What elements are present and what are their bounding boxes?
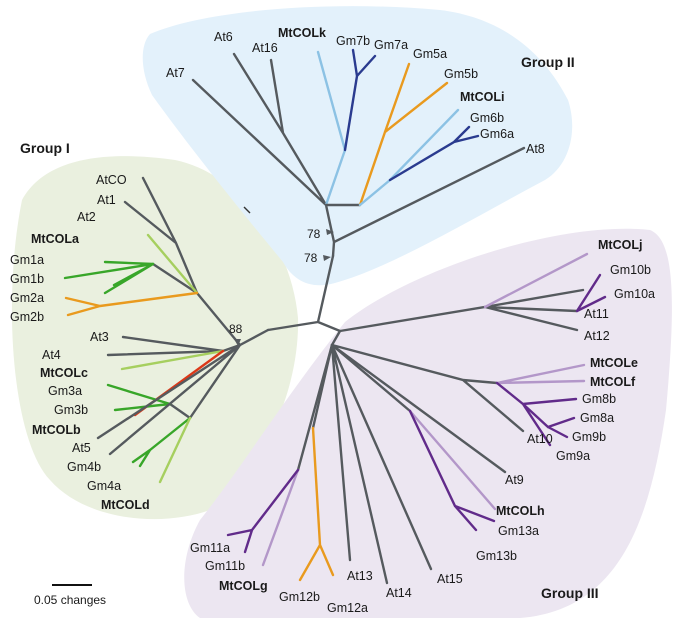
group-ii-title: Group II [521,54,575,70]
taxon-label: At11 [584,307,609,321]
group-iii-region [184,228,672,618]
taxon-label: At3 [90,330,109,344]
taxon-label: Gm2a [10,291,44,305]
bootstrap-node-marker [234,339,241,346]
branch [330,343,525,474]
branch [64,291,199,317]
group-i-title: Group I [20,140,70,156]
taxon-label: At1 [97,193,116,207]
taxon-label: Gm10a [614,287,655,301]
taxon-label: At13 [347,569,373,583]
taxon-label: AtCO [96,173,127,187]
taxon-label: MtCOLi [460,90,504,104]
taxon-label: Gm6b [470,111,504,125]
branch [483,252,589,309]
bootstrap-value: 78 [307,227,321,241]
taxon-label: MtCOLd [101,498,150,512]
bootstrap-node-marker [326,229,334,235]
taxon-label: At5 [72,441,91,455]
branch [106,335,242,420]
taxon-label: Gm3a [48,384,82,398]
taxon-label: At8 [526,142,545,156]
branch [106,383,192,468]
branch [146,233,199,295]
branch [266,254,342,333]
branch [296,343,334,472]
taxon-label: Gm1a [10,253,44,267]
bootstrap-value: 88 [229,322,243,336]
taxon-label: Gm6a [480,127,514,141]
taxon-label: At2 [77,210,96,224]
taxon-label: MtCOLf [590,375,636,389]
taxon-label: Gm13b [476,549,517,563]
taxon-label: MtCOLa [31,232,80,246]
taxon-label: Gm7a [374,38,408,52]
taxon-label: Gm11a [190,541,230,555]
taxon-label: MtCOLj [598,238,642,252]
taxon-label: At15 [437,572,463,586]
taxon-label: Gm8a [580,411,614,425]
group-iii-title: Group III [541,585,599,601]
branch [96,343,242,456]
taxon-label: Gm8b [582,392,616,406]
taxon-label: Gm9b [572,430,606,444]
branch [158,416,192,484]
stray-tick-mark [243,206,251,214]
branch [63,260,155,295]
taxon-label: Gm1b [10,272,44,286]
taxon-label: Gm5a [413,47,447,61]
taxon-label: At7 [166,66,185,80]
taxon-label: MtCOLb [32,423,81,437]
branch [358,62,449,207]
group-i-region [11,156,299,520]
taxon-label: Gm12b [279,590,320,604]
bootstrap-node-marker [323,255,331,261]
taxon-label: At12 [584,329,610,343]
taxon-label: At6 [214,30,233,44]
branch [226,468,300,554]
branch [311,343,433,585]
branch [408,409,497,511]
branch [408,409,496,532]
bootstrap-value: 78 [304,251,318,265]
taxon-label: Gm10b [610,263,651,277]
taxon-label: At16 [252,41,278,55]
branch [388,125,480,182]
taxon-label: At14 [386,586,412,600]
branch [495,363,586,385]
taxon-label: Gm2b [10,310,44,324]
taxon-label: Gm5b [444,67,478,81]
taxon-label: Gm3b [54,403,88,417]
branch [575,273,607,313]
branch [120,349,225,371]
taxon-label: Gm4a [87,479,121,493]
taxon-label: MtCOLc [40,366,88,380]
taxon-label: MtCOLk [278,26,326,40]
tree-branches [63,48,607,585]
taxon-label: MtCOLh [496,504,545,518]
branch [330,343,412,413]
taxon-label: Gm7b [336,34,370,48]
taxon-label: Gm12a [327,601,368,615]
taxon-label: Gm4b [67,460,101,474]
taxon-label: Gm11b [205,559,245,573]
taxon-label: At4 [42,348,61,362]
branch [298,426,335,582]
branch [343,48,377,152]
branch [261,468,300,567]
group-ii-region [142,6,573,286]
taxon-label: At9 [505,473,524,487]
taxon-label: MtCOLe [590,356,638,370]
taxon-label: At10 [527,432,553,446]
taxon-label: MtCOLg [219,579,268,593]
taxon-label: Gm13a [498,524,539,538]
taxon-label: Gm9a [556,449,590,463]
scale-bar-label: 0.05 changes [34,593,106,607]
branch [495,381,578,447]
